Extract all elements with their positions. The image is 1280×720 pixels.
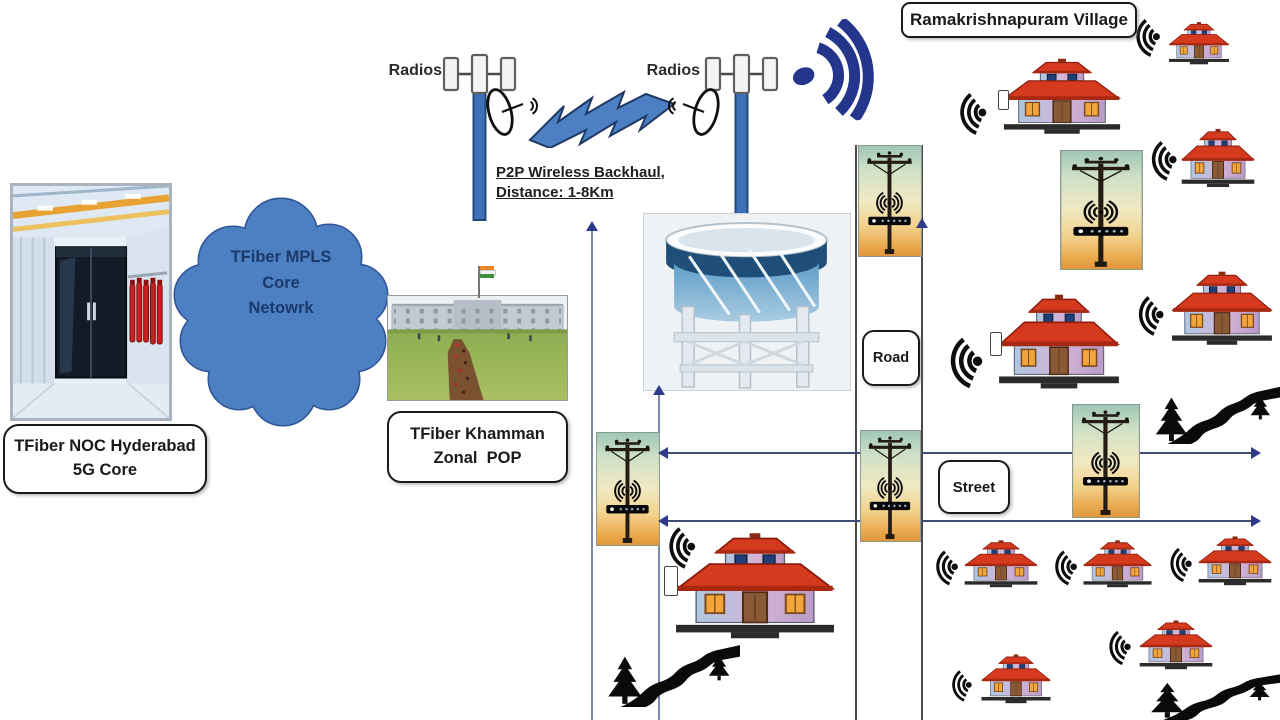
cloud-label-line2: Core [262, 273, 300, 292]
distribution-line-lower [666, 520, 1254, 522]
backhaul-note: P2P Wireless Backhaul, Distance: 1-8Km [496, 163, 716, 204]
wifi-signal-icon [945, 87, 999, 141]
cloud-label-line1: TFiber MPLS [230, 248, 332, 266]
trees-and-road-icon [1143, 672, 1280, 720]
radios-label-left: Radios [358, 62, 442, 80]
pop-label-line1: TFiber Khamman [410, 425, 545, 444]
cloud-label-line3: Netowrk [248, 299, 314, 318]
street-line-right [658, 394, 660, 720]
wifi-signal-icon [940, 666, 983, 707]
utility-pole-street-right [1072, 404, 1140, 518]
water-tower-photo [643, 213, 851, 391]
house-icon [1136, 618, 1216, 670]
street-label-text: Street [952, 478, 996, 496]
road-line-arrowhead [916, 218, 928, 228]
distribution-upper-left-arrowhead [658, 447, 668, 459]
dish-antenna-right [667, 88, 720, 136]
radios-label-right-text: Radios [646, 62, 700, 79]
noc-label-line1: TFiber NOC Hyderabad [14, 437, 196, 456]
distribution-lower-left-arrowhead [658, 515, 668, 527]
house-icon [993, 290, 1125, 390]
house-icon [1167, 268, 1277, 346]
pop-label-line2: Zonal POP [433, 449, 522, 467]
wifi-signal-icon [655, 521, 707, 575]
road-label-text: Road [872, 350, 910, 366]
noc-label: TFiber NOC Hyderabad 5G Core [3, 424, 207, 494]
village-wifi-broadcast-icon [792, 16, 874, 123]
india-flag-icon [478, 266, 496, 298]
pop-label: TFiber Khamman Zonal POP [387, 411, 568, 483]
utility-pole-road-top [858, 145, 922, 257]
zonal-office-photo [388, 296, 567, 400]
wifi-signal-icon [1138, 135, 1188, 187]
house-icon [1080, 538, 1155, 588]
house-icon [1178, 126, 1258, 188]
datacenter-photo [13, 186, 169, 418]
noc-datacenter-photo [10, 183, 172, 421]
house-icon [1166, 20, 1232, 65]
radio-mast-left [442, 53, 517, 221]
wifi-signal-icon [923, 545, 968, 590]
core-cloud-label: TFiber MPLS Core Netowrk [183, 245, 379, 322]
utility-pole-road-mid [860, 430, 921, 542]
road-corridor-line-right [921, 145, 923, 720]
wifi-signal-icon [1158, 542, 1201, 589]
street-label: Street [938, 460, 1010, 514]
backhaul-line1: P2P Wireless Backhaul, [496, 164, 665, 181]
utility-pole-street-left [596, 432, 660, 546]
village-label: Ramakrishnapuram Village [901, 2, 1137, 38]
wifi-signal-icon [1097, 626, 1140, 671]
wifi-signal-icon [1042, 545, 1087, 590]
street-line-right-arrowhead [653, 385, 665, 395]
wireless-link-bolt-icon [528, 89, 676, 148]
house-icon [961, 538, 1041, 588]
pop-building-photo [387, 295, 568, 401]
backhaul-line2: Distance: 1-8Km [496, 184, 614, 202]
utility-pole-right-upper [1060, 150, 1143, 270]
road-label: Road [862, 330, 920, 386]
trees-and-road-icon [1148, 384, 1280, 444]
distribution-lower-right-arrowhead [1251, 515, 1261, 527]
ont-device [990, 332, 1002, 356]
distribution-line-upper [666, 452, 1254, 454]
noc-label-line2: 5G Core [72, 461, 138, 479]
street-line-left [591, 230, 593, 720]
road-corridor-line-left [855, 145, 857, 720]
dish-antenna-left [486, 88, 539, 136]
ont-device [998, 90, 1009, 110]
house-icon [978, 652, 1054, 704]
street-line-left-arrowhead [586, 221, 598, 231]
radios-label-left-text: Radios [388, 62, 442, 79]
radio-mast-right [704, 53, 779, 234]
radios-label-right: Radios [616, 62, 700, 80]
house-icon [1195, 534, 1275, 586]
trees-and-road-icon [600, 642, 740, 707]
distribution-upper-right-arrowhead [1251, 447, 1261, 459]
house-icon [998, 55, 1126, 135]
wifi-signal-icon [1125, 289, 1175, 343]
village-label-text: Ramakrishnapuram Village [910, 10, 1128, 29]
ont-device [664, 566, 678, 596]
wifi-signal-icon [932, 330, 998, 396]
